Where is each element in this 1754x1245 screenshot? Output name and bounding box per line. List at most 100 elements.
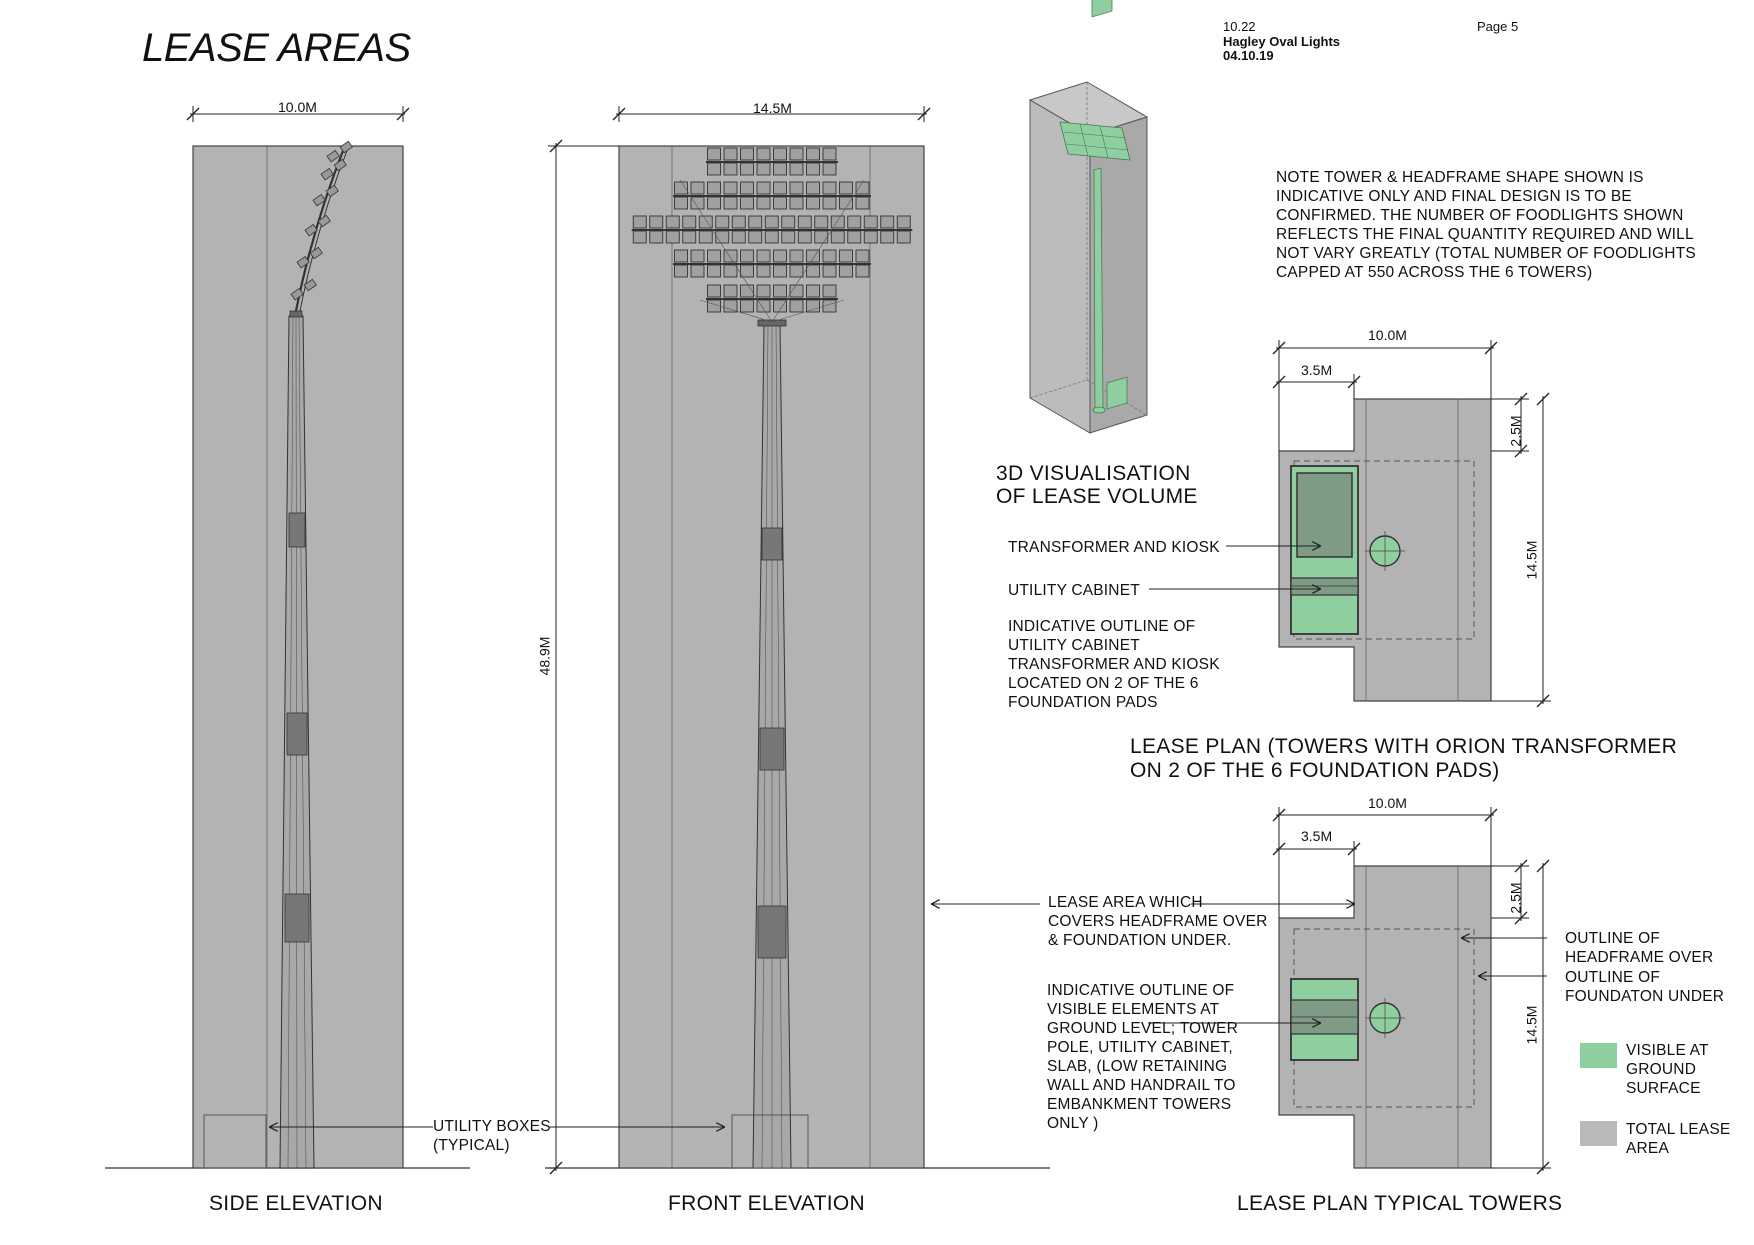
floodlight-icon <box>896 215 911 229</box>
headframe-strut <box>771 299 845 323</box>
floodlight-icon <box>822 196 837 210</box>
side-utility-box <box>203 1114 267 1169</box>
floodlight-icon <box>690 264 705 278</box>
side-headframe-floodlights <box>290 140 353 301</box>
floodlight-icon <box>896 230 911 244</box>
floodlight-icon <box>303 278 317 292</box>
floodlight-icon <box>839 249 853 263</box>
floodlight-icon <box>296 255 310 269</box>
plan-orion-setback-dim: 2.5M <box>1507 415 1524 447</box>
floodlight-icon <box>863 230 878 244</box>
front-width-dim: 14.5M <box>753 100 792 116</box>
floodlight-icon <box>333 158 347 172</box>
floodlight-icon <box>674 249 688 263</box>
floodlight-icon <box>822 299 837 313</box>
floodlight-icon <box>723 147 738 161</box>
floodlight-icon <box>756 284 771 298</box>
sheet-ref: 10.22 <box>1223 19 1256 34</box>
floodlight-icon <box>822 284 837 298</box>
floodlight-icon <box>855 249 870 263</box>
floodlight-icon <box>773 162 787 176</box>
plan-orion-depth-dim: 14.5M <box>1523 540 1540 580</box>
floodlight-icon <box>748 230 763 244</box>
label-orion-indicative: INDICATIVE OUTLINE OF UTILITY CABINET TR… <box>1008 618 1220 711</box>
floodlight-icon <box>632 230 647 244</box>
floodlight-icon <box>789 284 804 298</box>
floodlight-icon <box>649 215 664 229</box>
front-height-dim: 48.9M <box>536 636 553 676</box>
floodlight-icon <box>806 196 820 210</box>
floodlight-icon <box>830 230 845 244</box>
floodlight-icon <box>731 215 746 229</box>
floodlight-icon <box>707 249 721 263</box>
floodlight-icon <box>715 215 730 229</box>
floodlight-icon <box>707 299 721 313</box>
floodlight-icon <box>723 162 738 176</box>
floodlight-icon <box>863 215 878 229</box>
floodlight-icon <box>740 181 754 195</box>
plan-orion-drawing <box>1149 340 1551 708</box>
floodlight-icon <box>814 230 829 244</box>
floodlight-icon <box>756 147 771 161</box>
floodlight-icon <box>773 264 787 278</box>
floodlight-icon <box>290 287 304 301</box>
floodlight-icon <box>740 147 754 161</box>
floodlight-icon <box>715 230 730 244</box>
floodlight-icon <box>325 184 339 198</box>
floodlight-icon <box>756 196 771 210</box>
front-elevation-caption: FRONT ELEVATION <box>668 1192 866 1215</box>
floodlight-icon <box>304 223 318 237</box>
floodlight-icon <box>806 284 820 298</box>
plan-typical-setback-dim: 2.5M <box>1507 882 1524 914</box>
plan-orion-cabinet <box>1290 577 1359 596</box>
floodlight-icon <box>781 230 796 244</box>
headframe-strut <box>699 299 773 323</box>
floodlight-icon <box>339 140 353 154</box>
floodlight-icon <box>806 264 820 278</box>
floodlight-icon <box>839 181 853 195</box>
floodlight-icon <box>764 230 779 244</box>
floodlight-icon <box>707 181 721 195</box>
floodlight-icon <box>773 196 787 210</box>
floodlight-icon <box>806 147 820 161</box>
floodlight-icon <box>740 162 754 176</box>
floodlight-icon <box>682 230 697 244</box>
label-lease-area: LEASE AREA WHICH COVERS HEADFRAME OVER &… <box>1048 894 1268 949</box>
floodlight-icon <box>806 181 820 195</box>
plan-orion-caption: LEASE PLAN (TOWERS WITH ORION TRANSFORME… <box>1130 735 1678 782</box>
label-transformer-kiosk: TRANSFORMER AND KIOSK <box>1008 539 1220 556</box>
floodlight-icon <box>789 196 804 210</box>
project-name: Hagley Oval Lights <box>1223 34 1341 49</box>
floodlight-icon <box>674 181 688 195</box>
floodlight-icon <box>690 181 705 195</box>
floodlight-icon <box>855 264 870 278</box>
floodlight-icon <box>707 264 721 278</box>
legend-swatch-visible <box>1580 1043 1617 1068</box>
plan-orion-offset-dim: 3.5M <box>1301 362 1333 378</box>
floodlight-icon <box>773 249 787 263</box>
front-utility-box <box>731 1114 809 1169</box>
floodlight-icon <box>822 181 837 195</box>
floodlight-icon <box>723 249 738 263</box>
floodlight-icon <box>690 196 705 210</box>
floodlight-icon <box>789 162 804 176</box>
floodlight-icon <box>320 167 334 181</box>
front-elevation-drawing <box>548 106 931 1175</box>
plan-typical-caption: LEASE PLAN TYPICAL TOWERS <box>1237 1192 1563 1215</box>
floodlight-icon <box>317 214 331 228</box>
floodlight-icon <box>312 193 326 207</box>
visualisation-caption: 3D VISUALISATION OF LEASE VOLUME <box>996 462 1198 508</box>
floodlight-icon <box>756 181 771 195</box>
floodlight-icon <box>781 215 796 229</box>
floodlight-icon <box>707 162 721 176</box>
floodlight-icon <box>723 299 738 313</box>
legend-label-lease: TOTAL LEASE AREA <box>1626 1121 1731 1157</box>
floodlight-icon <box>789 249 804 263</box>
floodlight-icon <box>847 230 862 244</box>
floodlight-icon <box>698 230 713 244</box>
sheet-date: 04.10.19 <box>1223 48 1274 63</box>
plan-orion-transformer <box>1296 472 1353 558</box>
floodlight-icon <box>756 299 771 313</box>
floodlight-icon <box>806 249 820 263</box>
floodlight-icon <box>814 215 829 229</box>
